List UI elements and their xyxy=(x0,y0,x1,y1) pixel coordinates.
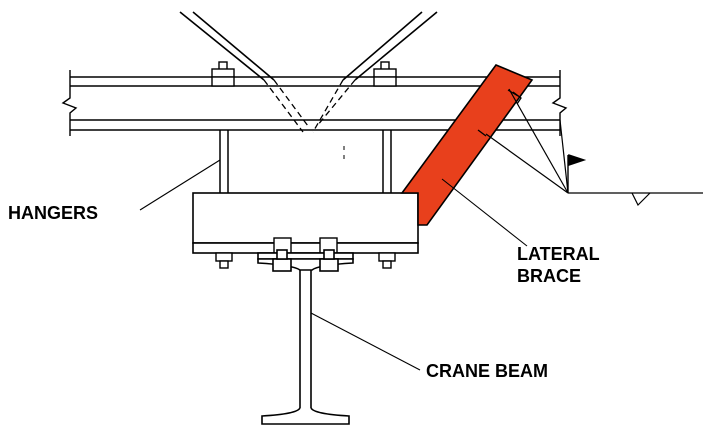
crane-beam-section xyxy=(261,270,350,425)
crane-beam-top-flange xyxy=(257,249,354,272)
break-symbol-right xyxy=(551,70,568,136)
callout-leaders xyxy=(139,159,528,371)
crane-beam-label: CRANE BEAM xyxy=(426,361,549,381)
lateral-brace-label: LATERAL BRACE xyxy=(517,243,600,287)
hangers-label: HANGERS xyxy=(8,203,99,223)
diagonal-bracing xyxy=(179,11,438,81)
hidden-bracing-lines xyxy=(263,79,356,133)
roof-elevation-marker xyxy=(567,154,703,207)
lateral-brace-label-line1: LATERAL xyxy=(517,244,600,264)
top-bolt-right xyxy=(373,61,397,87)
roof-section-leaders xyxy=(485,88,569,194)
hanger-rods xyxy=(219,130,392,193)
top-bolt-left xyxy=(211,61,235,87)
break-symbol-left xyxy=(61,70,78,136)
lateral-brace-member xyxy=(400,64,534,226)
lateral-brace-label-line2: BRACE xyxy=(517,266,582,286)
hanger-support-box xyxy=(192,192,419,254)
